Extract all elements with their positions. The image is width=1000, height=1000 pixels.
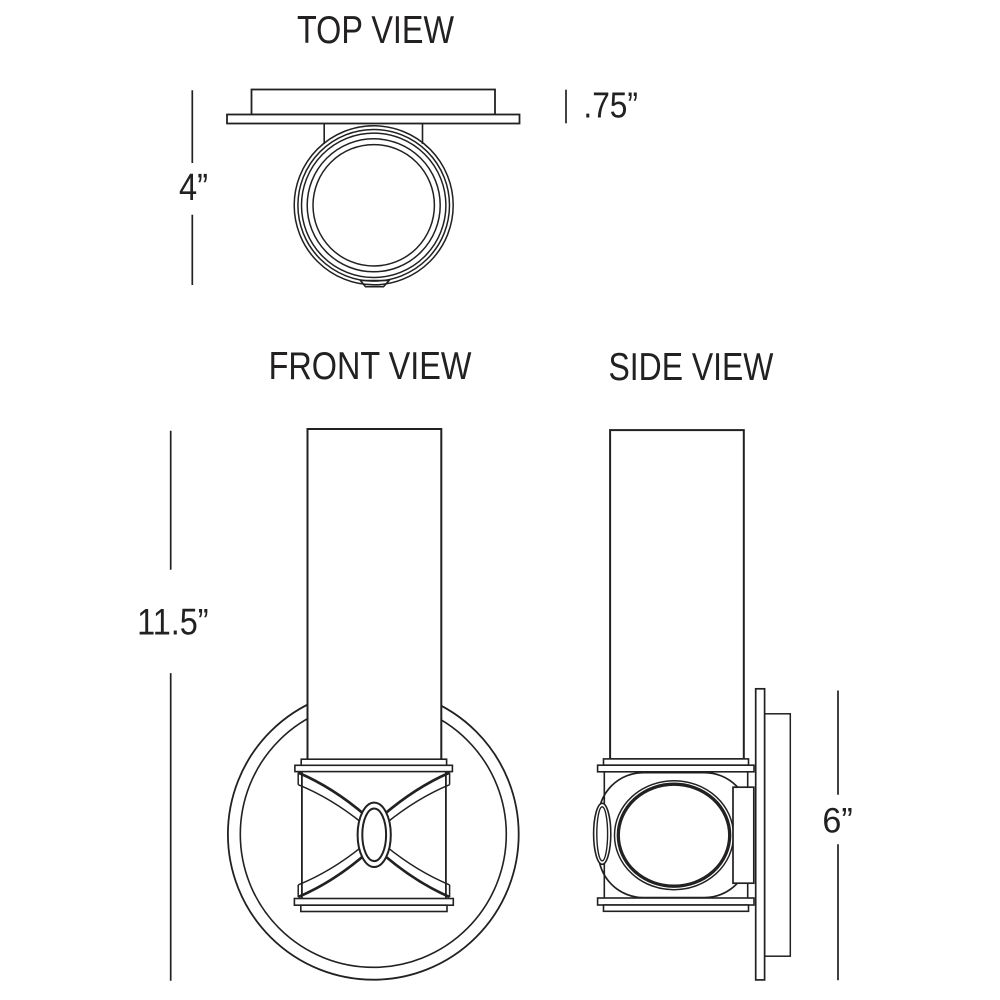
svg-text:SIDE VIEW: SIDE VIEW [609,346,774,389]
svg-text:6”: 6” [822,800,852,840]
svg-text:11.5”: 11.5” [137,602,209,643]
svg-text:.75”: .75” [583,84,638,125]
svg-text:4”: 4” [179,167,208,209]
svg-text:FRONT VIEW: FRONT VIEW [269,345,472,388]
svg-text:TOP VIEW: TOP VIEW [297,9,455,52]
